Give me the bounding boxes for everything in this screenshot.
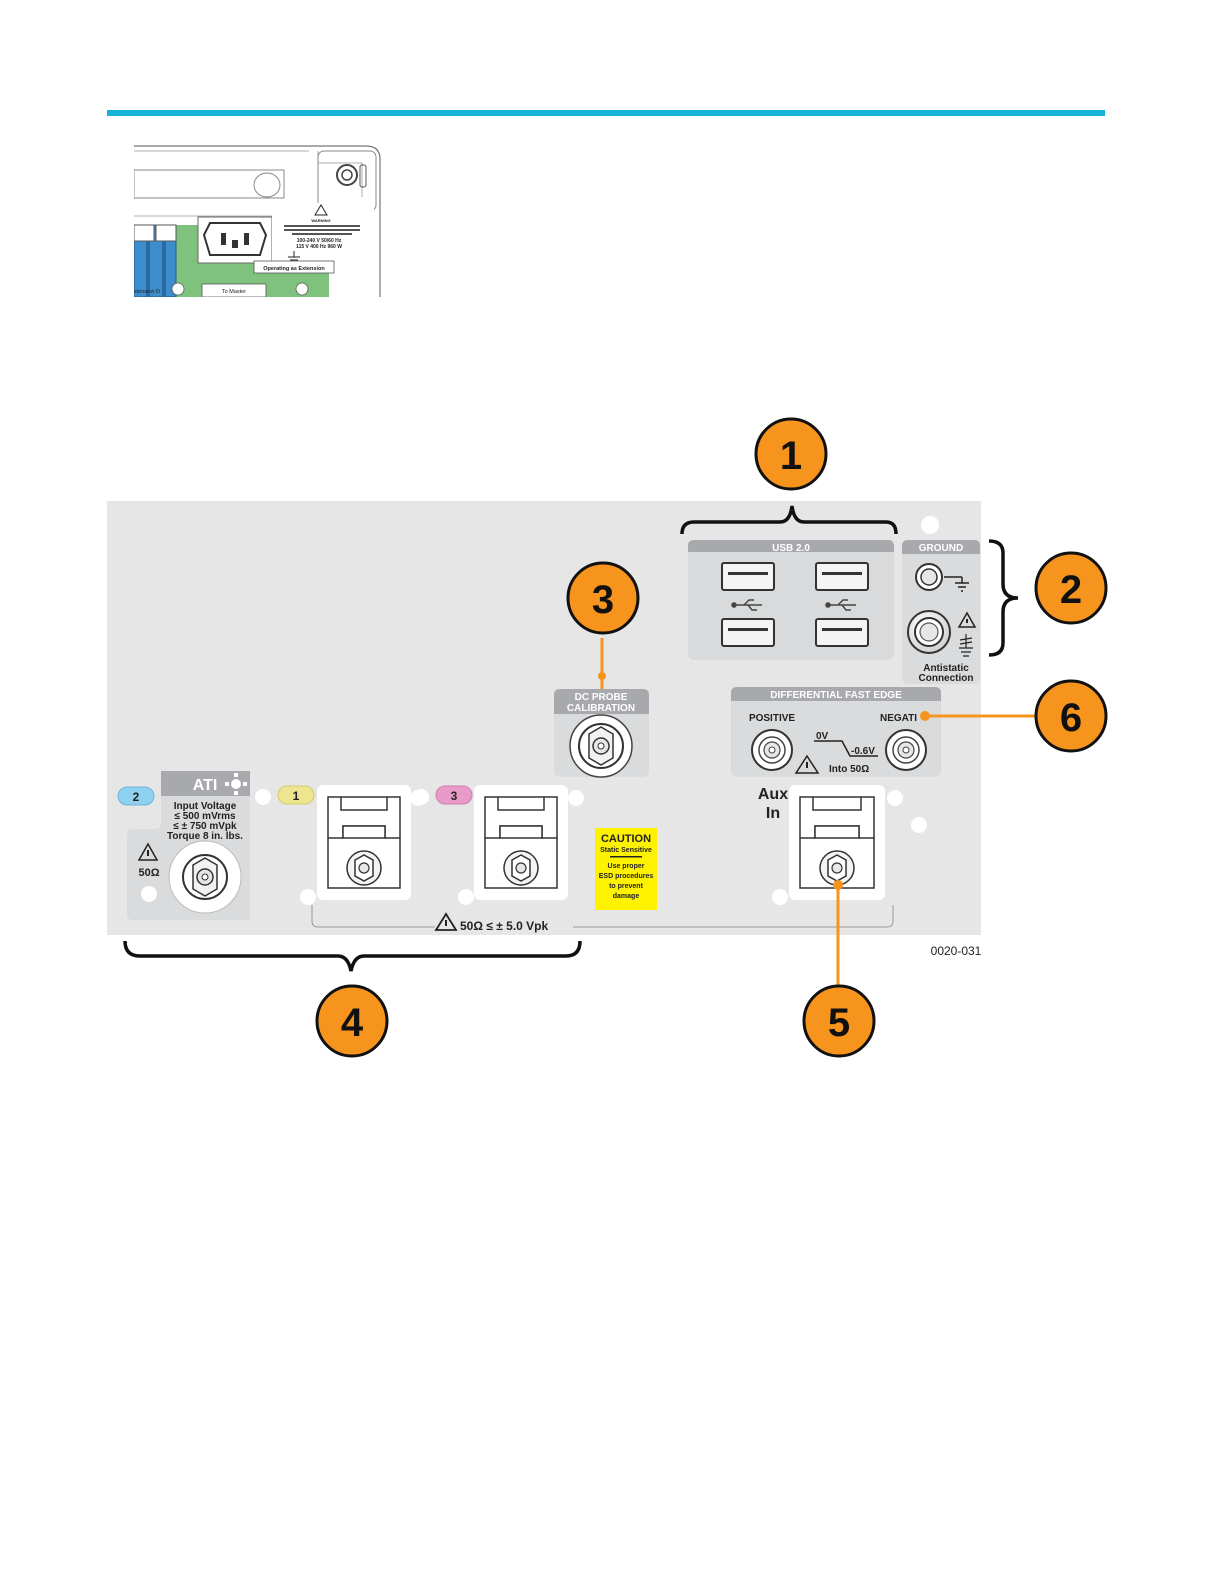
ground-group: GROUND Antistatic Connection xyxy=(902,516,980,684)
usb-icon xyxy=(825,599,856,611)
caution-label: CAUTION Static Sensitive Use proper ESD … xyxy=(595,828,657,910)
dc-probe-bnc-connector[interactable] xyxy=(569,714,633,778)
neg-voltage-label: -0.6V xyxy=(851,746,875,757)
aux-label-2: In xyxy=(766,805,780,822)
caution-line-2: ESD procedures xyxy=(599,873,654,880)
negative-connector[interactable] xyxy=(885,729,927,771)
ati-connector[interactable] xyxy=(168,840,242,914)
positive-label: POSITIVE xyxy=(749,713,795,724)
thumb-operating-label: Operating as Extension xyxy=(263,266,325,272)
zero-v-label: 0V xyxy=(816,731,829,742)
warning-icon xyxy=(794,754,820,774)
callout-1: 1 xyxy=(754,417,828,491)
usb-group: USB 2.0 xyxy=(688,540,894,660)
caution-line-3: to prevent xyxy=(609,883,644,890)
rear-panel-thumbnail: WARNING 100-240 V 50/60 Hz 115 V 400 Hz … xyxy=(134,143,382,297)
ati-icon xyxy=(225,773,247,795)
ati-ohm-label: 50Ω xyxy=(138,867,159,879)
warning-icon xyxy=(434,912,458,931)
front-panel-diagram: USB 2.0 GROUND xyxy=(0,400,1224,1100)
ground-terminal[interactable] xyxy=(915,563,943,591)
antistatic-icon xyxy=(959,634,973,657)
dc-probe-label-1: DC PROBE xyxy=(575,692,628,703)
callout-5: 5 xyxy=(802,984,876,1058)
svg-text:5: 5 xyxy=(828,1001,850,1045)
svg-text:2: 2 xyxy=(1060,568,1082,612)
differential-fast-edge: DIFFERENTIAL FAST EDGE POSITIVE NEGATI 0… xyxy=(731,687,941,777)
channel-3-input[interactable] xyxy=(474,785,568,900)
into-label: Into 50Ω xyxy=(829,764,869,775)
antistatic-label-1: Antistatic xyxy=(923,663,969,674)
svg-text:3: 3 xyxy=(592,578,614,622)
ch3-badge: 3 xyxy=(451,789,458,803)
caution-sub: Static Sensitive xyxy=(600,847,652,854)
antistatic-connector[interactable] xyxy=(907,610,951,654)
svg-text:4: 4 xyxy=(341,1001,364,1045)
usb-icon xyxy=(731,599,762,611)
input-voltage-2: ≤ 500 mVrms xyxy=(174,811,236,822)
thumb-warning: WARNING xyxy=(311,218,330,223)
thumb-rating-2: 115 V 400 Hz 960 W xyxy=(296,244,342,250)
input-voltage-3: ≤ ± 750 mVpk xyxy=(173,821,237,832)
dc-probe-calibration: DC PROBE CALIBRATION xyxy=(554,689,649,778)
callout-4: 4 xyxy=(315,984,389,1058)
antistatic-label-2: Connection xyxy=(919,673,974,684)
ati-input-group: ATI 2 Input Voltage ≤ 500 mVrms ≤ ± 750 … xyxy=(117,771,250,920)
ch1-badge: 1 xyxy=(293,789,300,803)
svg-text:1: 1 xyxy=(780,434,802,478)
aux-label-1: Aux xyxy=(758,786,788,803)
ground-icon xyxy=(944,576,969,592)
waveform-icon xyxy=(814,740,878,757)
svg-text:6: 6 xyxy=(1060,696,1082,740)
usb-port[interactable] xyxy=(721,562,775,591)
usb-port[interactable] xyxy=(815,618,869,647)
dc-probe-label-2: CALIBRATION xyxy=(567,703,635,714)
bracket-1 xyxy=(680,505,898,535)
ground-label: GROUND xyxy=(919,543,963,554)
ch2-badge: 2 xyxy=(133,790,140,804)
caution-line-1: Use proper xyxy=(608,863,645,870)
warning-icon xyxy=(137,842,159,861)
usb-port[interactable] xyxy=(721,618,775,647)
caution-title: CAUTION xyxy=(601,833,651,845)
callout-2: 2 xyxy=(1034,551,1108,625)
usb-port[interactable] xyxy=(815,562,869,591)
ati-label: ATI xyxy=(193,777,218,794)
bracket-4 xyxy=(123,940,582,972)
diff-edge-label: DIFFERENTIAL FAST EDGE xyxy=(770,690,902,701)
bottom-rating: 50Ω ≤ ± 5.0 Vpk xyxy=(460,919,548,933)
usb-label: USB 2.0 xyxy=(772,543,810,554)
input-voltage-4: Torque 8 in. lbs. xyxy=(167,831,243,842)
positive-connector[interactable] xyxy=(751,729,793,771)
warning-icon xyxy=(957,611,977,628)
header-rule xyxy=(107,110,1105,116)
caution-line-4: damage xyxy=(613,893,640,900)
bracket-2 xyxy=(988,539,1019,657)
input-voltage-1: Input Voltage xyxy=(174,801,237,812)
thumb-extension: xtension D xyxy=(134,289,160,295)
figure-id: 0020-031 xyxy=(931,944,982,958)
thumb-rating-1: 100-240 V 50/60 Hz xyxy=(297,238,342,244)
thumb-to-master: To Master xyxy=(222,289,246,295)
negative-label: NEGATI xyxy=(880,713,917,724)
callout-6: 6 xyxy=(1034,679,1108,753)
callout-3: 3 xyxy=(566,561,640,635)
channel-1-input[interactable] xyxy=(317,785,411,900)
